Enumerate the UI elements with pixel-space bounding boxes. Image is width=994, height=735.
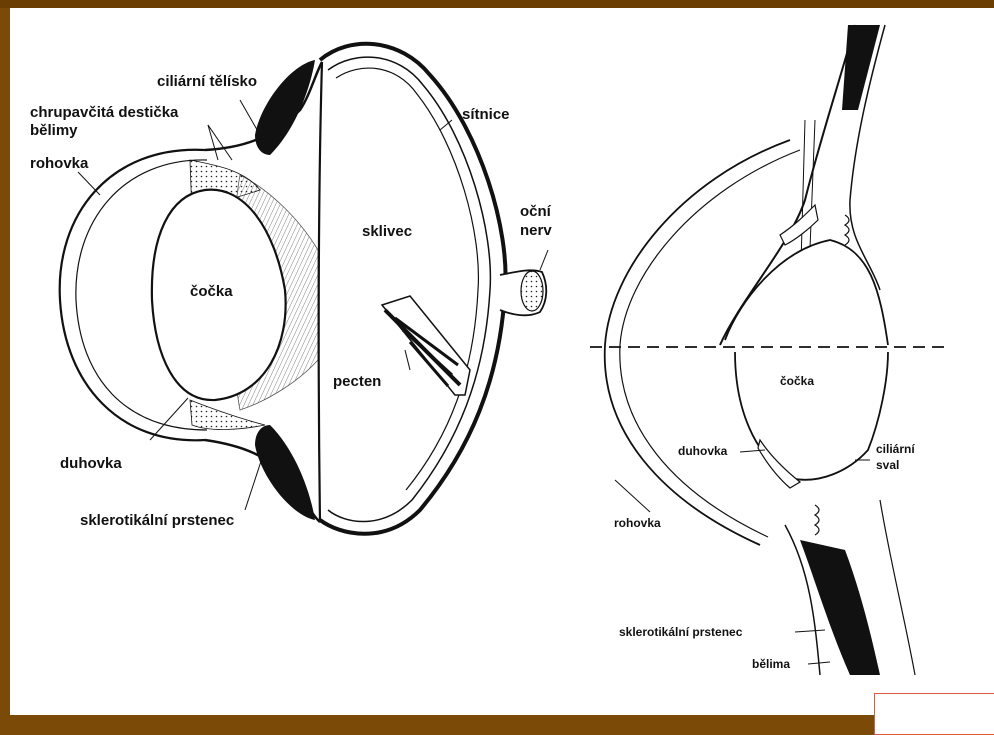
ciliary-muscle-upper (845, 215, 849, 245)
label-optic-line1: oční (520, 203, 551, 220)
corner-accent-box (874, 693, 994, 735)
label-vitreous: sklivec (362, 223, 412, 240)
label-lens-left: čočka (190, 283, 233, 300)
label-optic-line2: nerv (520, 222, 552, 239)
label-ciliary-muscle-line2: sval (876, 458, 899, 472)
scleral-ring-lower (255, 425, 315, 520)
iris-right-upper (780, 205, 818, 245)
optic-nerve (500, 270, 546, 315)
ciliary-muscle-lower (815, 505, 819, 535)
label-cartilage-line2: bělimy (30, 122, 78, 139)
label-sclera-right: bělima (752, 657, 790, 671)
label-scleral-ring-right: sklerotikální prstenec (619, 625, 742, 639)
label-iris-left: duhovka (60, 455, 122, 472)
label-retina: sítnice (462, 106, 510, 123)
pecten (382, 296, 470, 395)
label-ciliary-body: ciliární tělísko (157, 73, 257, 90)
cornea-right (605, 140, 800, 545)
label-pecten: pecten (333, 373, 381, 390)
label-cornea-right: rohovka (614, 516, 661, 530)
slide: ciliární tělísko chrupavčitá destička bě… (0, 0, 994, 715)
label-iris-right: duhovka (678, 444, 727, 458)
scleral-ring-upper (255, 60, 315, 155)
label-cartilage-line1: chrupavčitá destička (30, 104, 178, 121)
label-ciliary-muscle-line1: ciliární (876, 442, 915, 456)
label-lens-right: čočka (780, 374, 814, 388)
label-cornea-left: rohovka (30, 155, 88, 172)
vitreous-boundary (319, 62, 322, 522)
label-scleral-ring-left: sklerotikální prstenec (80, 512, 234, 529)
lens-lower (735, 352, 888, 480)
